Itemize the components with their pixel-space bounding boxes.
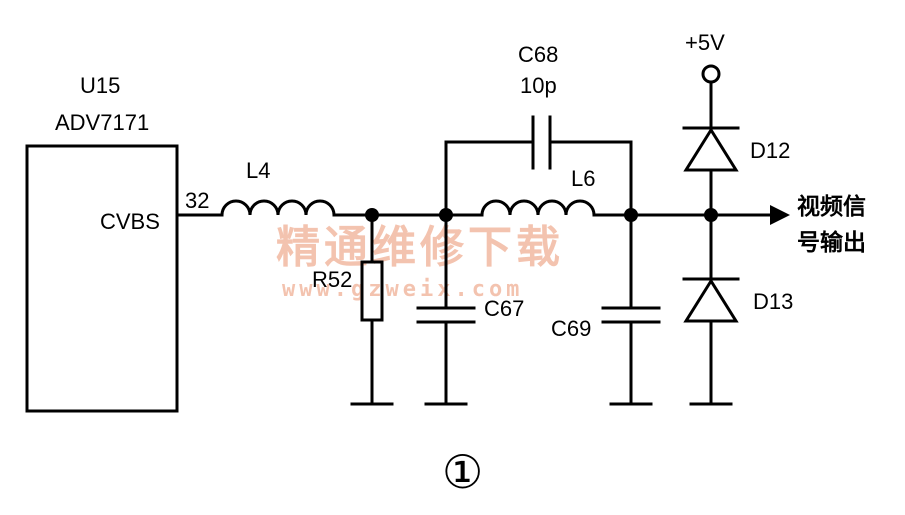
figure-number: ① (442, 445, 483, 499)
label-l4: L4 (246, 158, 270, 183)
label-r52: R52 (312, 267, 352, 292)
label-supply: +5V (685, 30, 725, 55)
chip-pin-name: CVBS (100, 209, 160, 234)
output-label-line1: 视频信 (797, 193, 866, 220)
watermark-text: 精通维修下载 (276, 222, 564, 273)
chip-ref: U15 (80, 73, 120, 98)
supply-terminal (701, 64, 721, 84)
label-l6: L6 (571, 166, 595, 191)
chip-part: ADV7171 (55, 110, 149, 135)
label-d13: D13 (753, 289, 793, 314)
output-arrow-icon (770, 205, 790, 225)
label-c69: C69 (551, 316, 591, 341)
label-c67: C67 (484, 296, 524, 321)
label-c68: C68 (518, 42, 558, 67)
chip-body (25, 144, 179, 413)
watermark-url: www.gzweix.com (282, 277, 523, 302)
inductor-l4 (220, 199, 336, 217)
inductor-l6 (480, 199, 596, 217)
label-c68-value: 10p (520, 73, 557, 98)
diode-d13 (683, 278, 739, 323)
output-label-line2: 号输出 (797, 229, 866, 256)
chip-pin-number: 32 (185, 188, 209, 213)
label-d12: D12 (750, 138, 790, 163)
diode-d12 (683, 127, 739, 172)
